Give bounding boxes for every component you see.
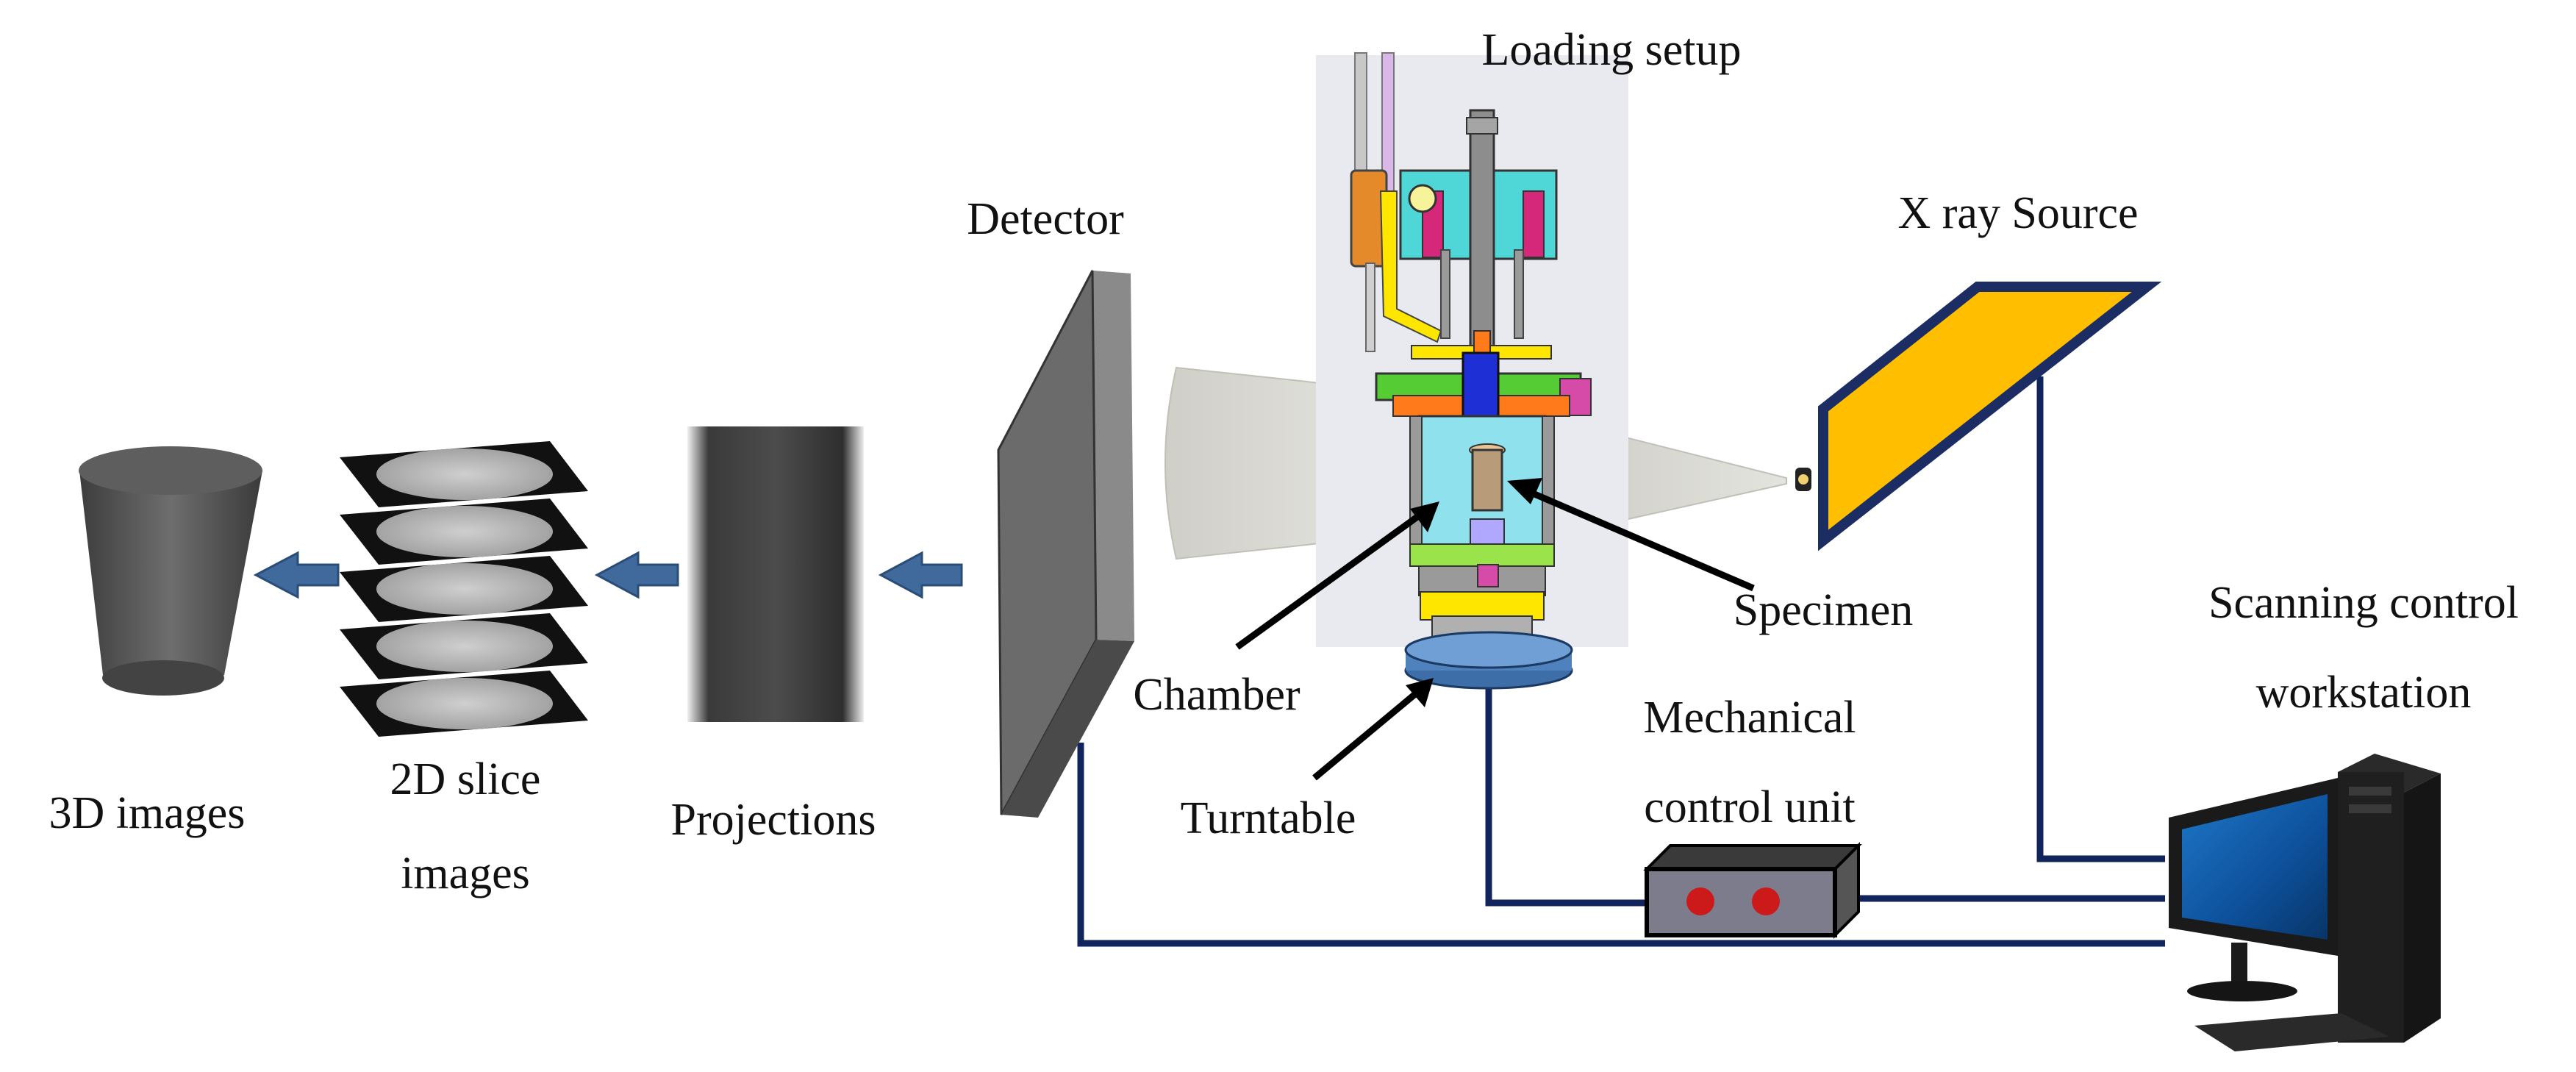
detector-cable — [1077, 743, 2165, 947]
cables — [1077, 376, 2165, 947]
slice-layer — [340, 556, 588, 622]
2d-slice-images-label: 2D slice — [390, 754, 541, 804]
scanning-control-label-line2: workstation — [2256, 668, 2472, 718]
flow-arrow-icon — [594, 551, 679, 599]
2d-slice-stack — [340, 441, 588, 737]
loading-setup-assembly — [1316, 52, 1628, 647]
control-unit-box-icon — [1643, 842, 1862, 939]
chamber-label: Chamber — [1133, 670, 1300, 720]
slice-layer — [340, 499, 588, 565]
detector-panel — [997, 270, 1134, 818]
specimen-label: Specimen — [1734, 585, 1914, 635]
turntable-icon — [1404, 631, 1573, 690]
slice-layer — [340, 671, 588, 737]
pointer-arrows — [1235, 478, 1755, 781]
projection-image — [687, 426, 864, 722]
scanning-control-label: Scanning control — [2208, 578, 2519, 628]
source-cable — [2036, 376, 2165, 862]
projections-label: Projections — [671, 795, 876, 845]
xray-source-label: X ray Source — [1897, 188, 2138, 238]
detector-label: Detector — [967, 194, 1124, 244]
specimen-pointer-arrow — [1507, 478, 1755, 592]
turntable-label: Turntable — [1181, 793, 1356, 843]
flow-arrow-icon — [253, 551, 340, 599]
slice-layer — [340, 441, 588, 507]
2d-slice-images-label-line2: images — [401, 848, 530, 898]
labels: Loading setup Detector X ray Source Spec… — [49, 25, 2519, 898]
turntable-cable — [1485, 675, 1654, 907]
xray-source — [1795, 282, 2162, 551]
3d-image-cylinder — [79, 446, 262, 696]
mechanical-control-unit-label: Mechanical — [1643, 693, 1856, 743]
flow-arrow-icon — [878, 551, 963, 599]
chamber-pointer-arrow — [1235, 501, 1439, 650]
computer-workstation-icon — [2169, 754, 2441, 1051]
mechanical-control-unit-label-line2: control unit — [1644, 782, 1856, 832]
slice-layer — [340, 613, 588, 679]
3d-images-label: 3D images — [49, 788, 246, 838]
loading-setup-label: Loading setup — [1482, 25, 1742, 75]
turntable-pointer-arrow — [1312, 678, 1434, 781]
